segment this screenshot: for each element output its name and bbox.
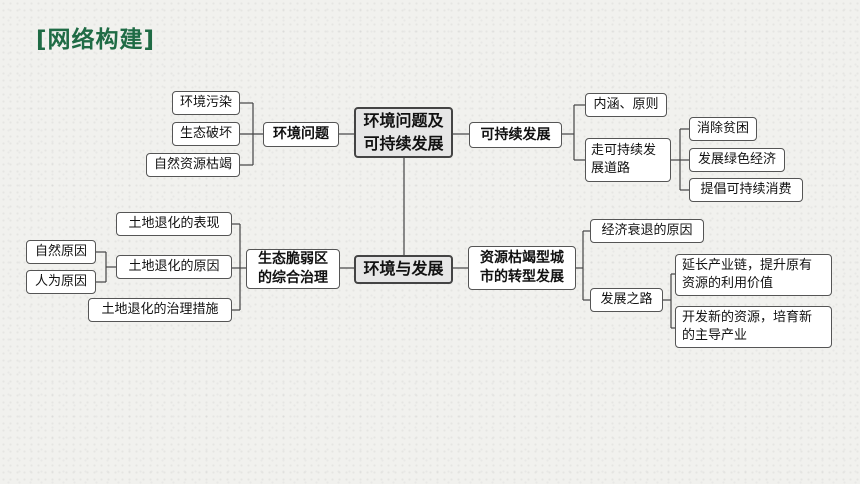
node-resource-city-line2: 市的转型发展 — [480, 269, 564, 285]
node-fragile-line1: 生态脆弱区 — [258, 251, 328, 268]
node-new-resource: 开发新的资源，培育新 的主导产业 — [675, 306, 832, 348]
node-fragile-line2: 的综合治理 — [258, 270, 328, 286]
node-pollution: 环境污染 — [172, 91, 240, 115]
node-center-top-line1: 环境问题及 — [363, 111, 444, 131]
node-extend: 延长产业链，提升原有 资源的利用价值 — [675, 254, 832, 296]
node-center-bottom: 环境与发展 — [354, 255, 453, 284]
section-title: [网络构建] — [36, 27, 156, 53]
node-damage: 生态破坏 — [172, 122, 240, 146]
node-sustainable: 可持续发展 — [469, 122, 562, 148]
node-decline: 经济衰退的原因 — [590, 219, 704, 243]
node-green: 发展绿色经济 — [689, 148, 785, 172]
node-exhaustion: 自然资源枯竭 — [146, 153, 240, 177]
node-connotation: 内涵、原则 — [585, 93, 667, 117]
node-degrade-show: 土地退化的表现 — [116, 212, 232, 236]
node-degrade-cause: 土地退化的原因 — [116, 255, 232, 279]
node-dev-road: 发展之路 — [590, 288, 663, 312]
node-fragile: 生态脆弱区 的综合治理 — [246, 249, 340, 289]
node-extend-line1: 延长产业链，提升原有 — [682, 258, 813, 274]
node-resource-city-line1: 资源枯竭型城 — [480, 250, 564, 267]
node-degrade-measure: 土地退化的治理措施 — [88, 298, 232, 322]
node-resource-city: 资源枯竭型城 市的转型发展 — [468, 246, 576, 290]
node-road-line1: 走可持续发 — [591, 143, 657, 159]
node-road-line2: 展道路 — [591, 161, 631, 176]
node-human-cause: 人为原因 — [26, 270, 96, 294]
node-road: 走可持续发 展道路 — [585, 138, 671, 182]
node-natural-cause: 自然原因 — [26, 240, 96, 264]
node-new-resource-line2: 的主导产业 — [682, 328, 748, 343]
node-consumption: 提倡可持续消费 — [689, 178, 803, 202]
node-env-problem: 环境问题 — [263, 122, 339, 147]
node-center-top-line2: 可持续发展 — [363, 133, 444, 153]
node-poverty: 消除贫困 — [689, 117, 757, 141]
node-extend-line2: 资源的利用价值 — [682, 276, 774, 291]
node-new-resource-line1: 开发新的资源，培育新 — [682, 310, 813, 326]
node-center-top: 环境问题及 可持续发展 — [354, 107, 453, 158]
